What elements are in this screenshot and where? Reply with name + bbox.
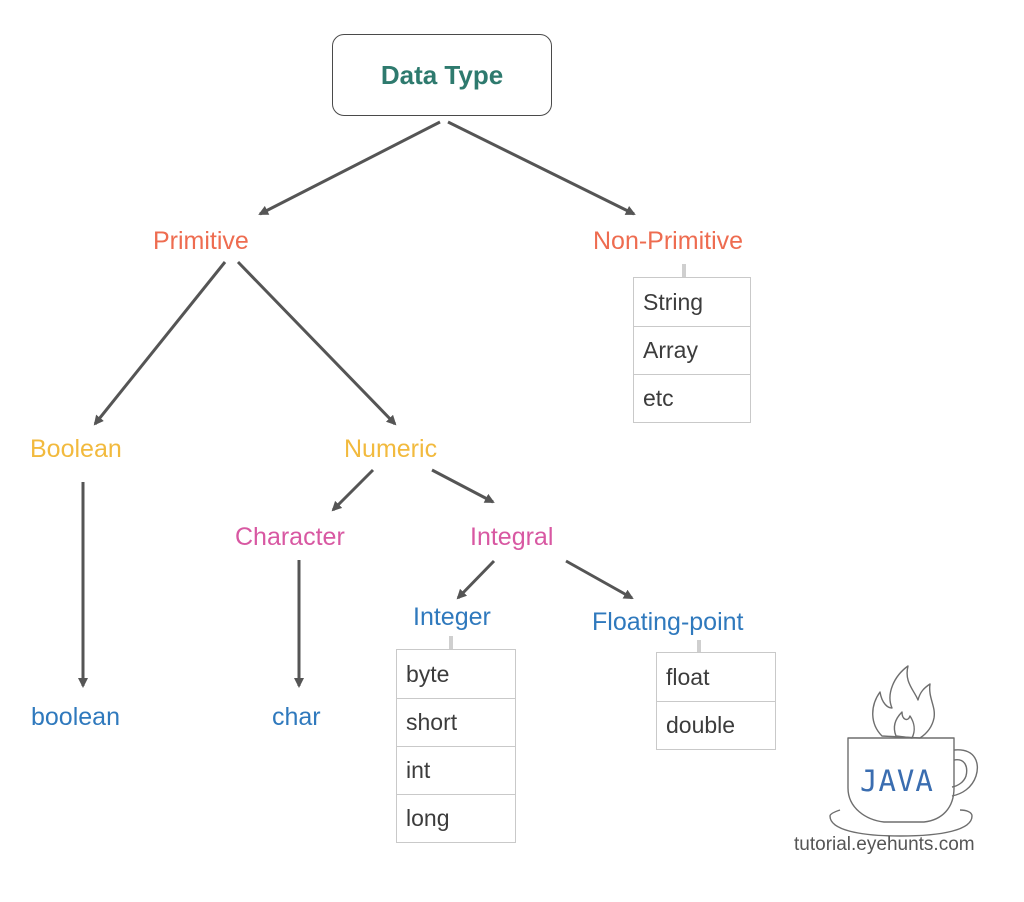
root-node: Data Type [332,34,552,116]
table-row: String [643,288,704,315]
coffee-cup-icon [829,665,979,837]
integer-connector [449,636,453,650]
non-primitive-table: String Array etc [633,277,751,423]
site-watermark: tutorial.eyehunts.com [794,834,975,855]
integer-label: Integer [413,603,491,631]
table-row: float [666,663,710,690]
arrow-numeric-to-character [331,468,375,512]
arrow-root-to-non-primitive [447,120,636,216]
arrow-numeric-to-integral [431,468,495,504]
boolean-type-label: boolean [31,703,120,731]
primitive-label: Primitive [153,227,249,255]
table-row: short [397,698,515,746]
root-label: Data Type [380,59,504,90]
character-label: Character [235,523,345,551]
non-primitive-connector [682,264,686,278]
arrow-primitive-to-boolean [93,261,227,426]
table-row: long [397,794,515,842]
boolean-category-label: Boolean [30,435,122,463]
table-row: double [657,701,775,749]
floating-point-connector [697,640,701,654]
table-row: int [397,746,515,794]
integral-label: Integral [470,523,554,551]
arrow-integral-to-floating-point [565,559,634,600]
numeric-label: Numeric [344,435,438,463]
table-row: Array [634,326,750,374]
floating-point-label: Floating-point [592,608,744,636]
table-row: byte [406,660,450,687]
arrow-integral-to-integer [456,559,496,600]
table-row: etc [634,374,750,422]
integer-table: byte short int long [396,649,516,843]
arrow-root-to-primitive [258,120,441,216]
floating-point-table: float double [656,652,776,750]
char-type-label: char [272,703,321,731]
non-primitive-label: Non-Primitive [593,227,744,255]
java-logo-text: JAVA [860,764,934,798]
arrow-primitive-to-numeric [236,260,397,426]
